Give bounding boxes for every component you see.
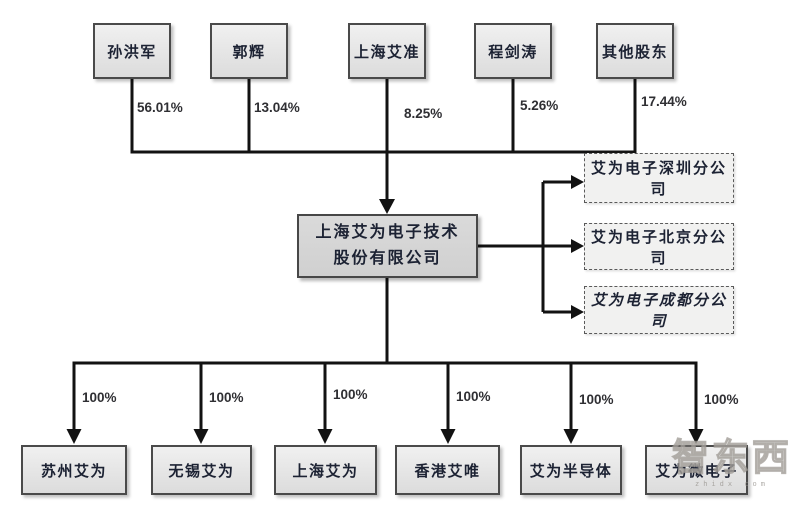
subsidiary-box-suzhou-aiwei: 苏州艾为 (21, 445, 127, 495)
ownership-percent-label: 100% (704, 392, 739, 407)
subsidiary-box-aiwei-microelectronics: 艾为微电子 (645, 445, 748, 495)
parent-company-name-line2: 股份有限公司 (333, 250, 442, 267)
subsidiary-box-aiwei-semiconductor: 艾为半导体 (520, 445, 622, 495)
parent-company-box: 上海艾为电子技术 股份有限公司 (297, 214, 478, 278)
shareholder-box-other-shareholders: 其他股东 (596, 23, 674, 79)
ownership-percent-label: 100% (456, 389, 491, 404)
shareholder-box-shanghai-aizhun: 上海艾准 (348, 23, 426, 79)
branch-office-box-shenzhen: 艾为电子深圳分公司 (584, 153, 734, 203)
shareholding-percent-label: 17.44% (641, 94, 687, 109)
subsidiary-box-wuxi-aiwei: 无锡艾为 (151, 445, 252, 495)
arrowheads (66, 175, 704, 444)
subsidiary-box-shanghai-aiwei: 上海艾为 (274, 445, 377, 495)
ownership-percent-label: 100% (579, 392, 614, 407)
shareholding-percent-label: 5.26% (520, 98, 559, 113)
parent-company-name-line1: 上海艾为电子技术 (315, 223, 460, 241)
shareholder-box-sun-hongjun: 孙洪军 (93, 23, 171, 79)
shareholder-box-cheng-jiantao: 程剑涛 (474, 23, 552, 79)
shareholding-percent-label: 56.01% (137, 100, 183, 115)
ownership-percent-label: 100% (209, 390, 244, 405)
branch-office-box-beijing: 艾为电子北京分公司 (584, 223, 734, 270)
ownership-percent-label: 100% (82, 390, 117, 405)
branch-office-box-chengdu: 艾为电子成都分公司 (584, 286, 734, 334)
shareholding-percent-label: 13.04% (254, 100, 300, 115)
shareholder-box-guo-hui: 郭辉 (210, 23, 288, 79)
subsidiary-box-hongkong-aiwei: 香港艾唯 (395, 445, 500, 495)
parent-company-name: 上海艾为电子技术 股份有限公司 (315, 220, 459, 273)
shareholding-percent-label: 8.25% (404, 106, 443, 121)
ownership-percent-label: 100% (333, 387, 368, 402)
